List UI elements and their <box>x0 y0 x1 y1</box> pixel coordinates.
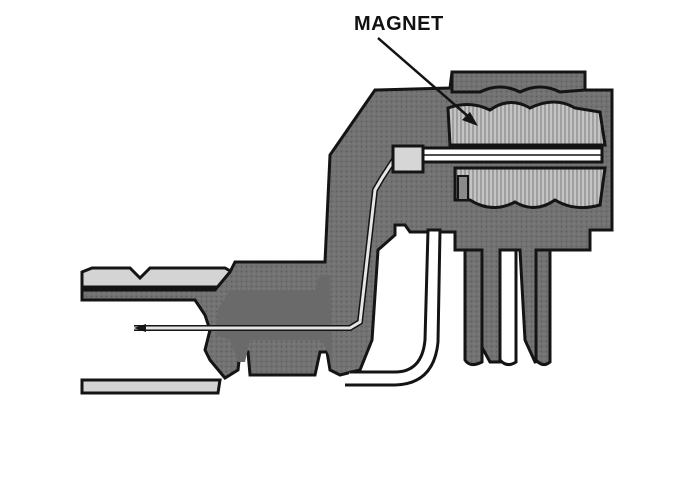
magnet-leader-line <box>377 37 471 119</box>
magnet-callout: MAGNET <box>354 13 478 126</box>
wire-channel <box>345 228 442 387</box>
connector-shell <box>80 266 234 395</box>
magnet-arrowhead <box>462 112 478 126</box>
terminal-pins <box>463 248 552 367</box>
magnet-label: MAGNET <box>354 13 444 35</box>
magnet-cap <box>450 70 587 94</box>
magnet <box>391 100 607 210</box>
